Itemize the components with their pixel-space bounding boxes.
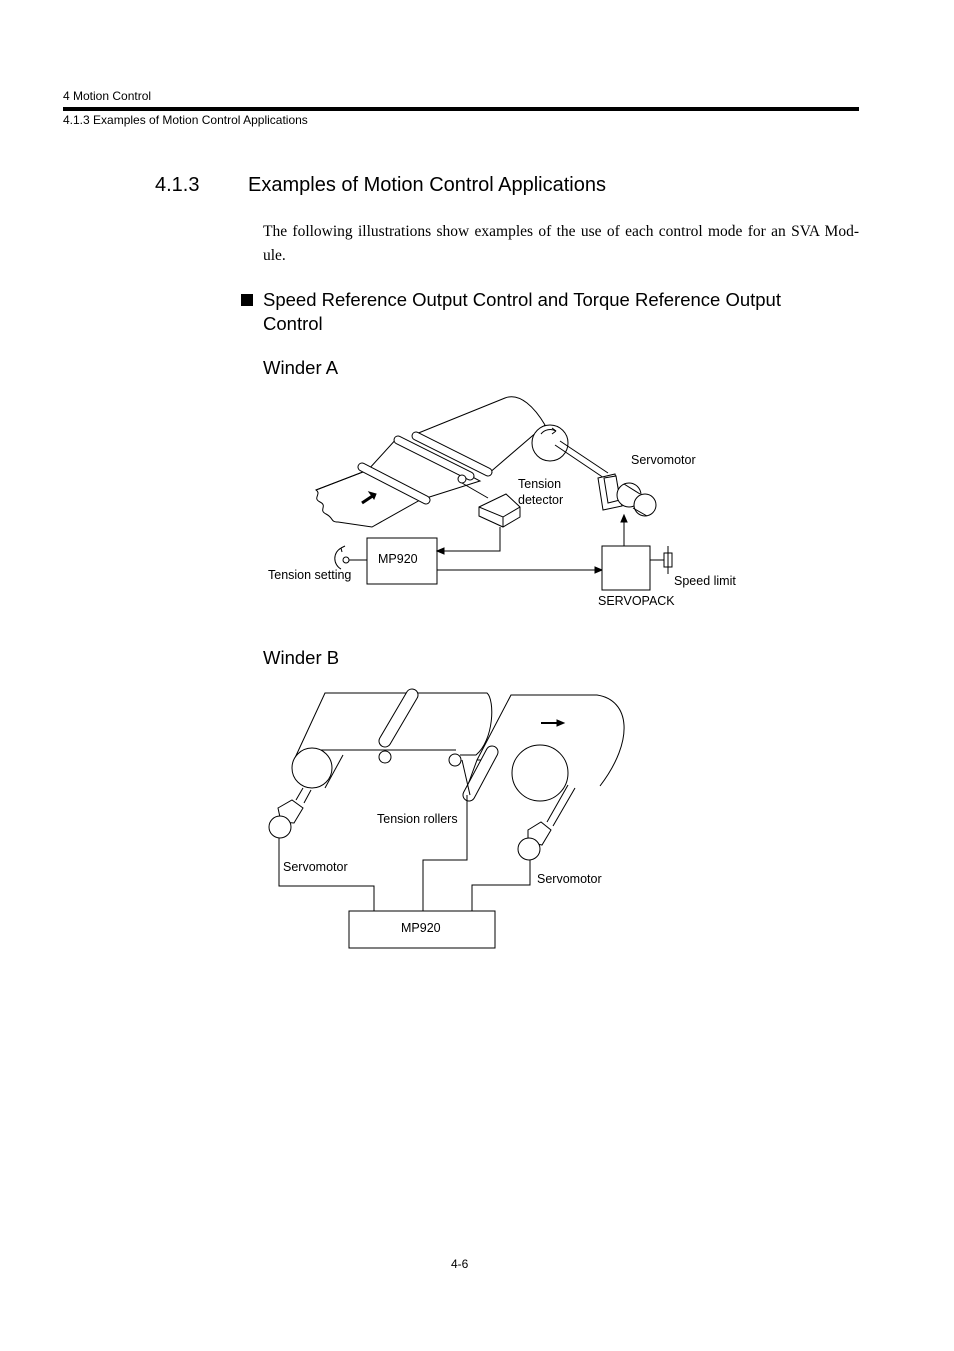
winder-b-right-servomotor-icon (517, 784, 576, 861)
label-tension-setting: Tension setting (268, 568, 352, 582)
running-header-chapter: 4 Motion Control (63, 89, 152, 103)
winder-a-web-sheet (314, 396, 546, 528)
section-title: Examples of Motion Control Applications (248, 174, 606, 196)
winder-b-left-servomotor-icon (268, 787, 312, 839)
intro-paragraph: The following illustrations show example… (263, 223, 859, 264)
label-servomotor-b-left: Servomotor (283, 860, 348, 874)
label-servomotor-a: Servomotor (631, 453, 696, 467)
label-servomotor-b-right: Servomotor (537, 872, 602, 886)
label-mp920-b: MP920 (401, 921, 441, 935)
winder-a-middle-rollers (393, 431, 493, 484)
speed-limit-resistor-icon (650, 546, 673, 574)
label-tension-rollers: Tension rollers (377, 812, 458, 826)
label-tension-detector: Tension detector (518, 477, 564, 507)
winder-b-guide-roller (448, 753, 462, 767)
section-number: 4.1.3 (155, 174, 200, 196)
label-servopack: SERVOPACK (598, 594, 675, 608)
figure-b-title: Winder B (263, 647, 340, 668)
running-header-section: 4.1.3 Examples of Motion Control Applica… (63, 113, 308, 127)
winder-a-front-roller (357, 462, 431, 505)
winder-b-right-roll (465, 694, 625, 802)
winder-a-mp920-box (366, 537, 438, 585)
subsection-title: Speed Reference Output Control and Torqu… (263, 289, 781, 334)
label-mp920-a: MP920 (378, 552, 418, 566)
winder-b-mp920-box (348, 910, 496, 949)
winder-b-guide-roller (378, 750, 392, 764)
winder-a-servomotor-icon (597, 473, 657, 517)
page-number: 4-6 (451, 1257, 469, 1271)
header-rule (63, 107, 859, 111)
figure-a-title: Winder A (263, 357, 339, 378)
winder-b-tension-roller (461, 745, 499, 802)
bullet-square-icon (241, 294, 253, 306)
winder-a-wind-roller (531, 424, 609, 479)
label-speed-limit: Speed limit (674, 574, 736, 588)
tension-setting-knob-icon (334, 545, 367, 570)
winder-b-left-diagonal-roller (378, 688, 419, 748)
servopack-box (601, 545, 651, 591)
winder-a-tension-detector-icon (461, 482, 521, 528)
